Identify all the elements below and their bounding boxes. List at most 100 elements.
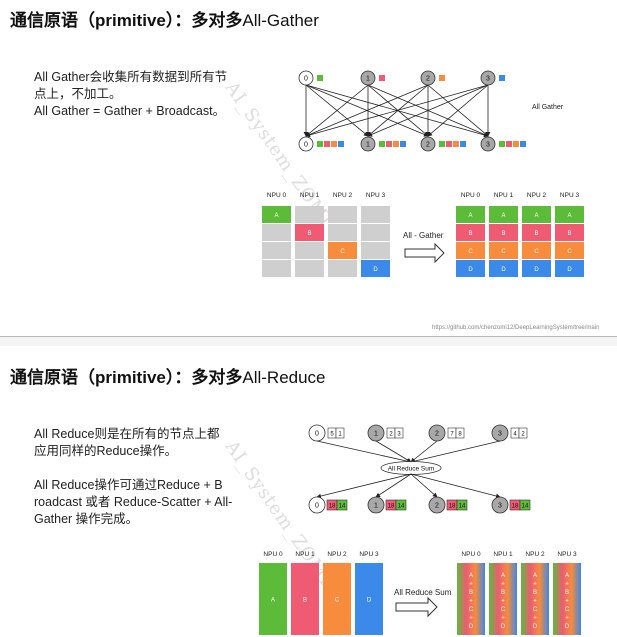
slide-separator <box>0 336 617 346</box>
npu-block <box>489 260 518 277</box>
npu-label: NPU 2 <box>525 551 545 558</box>
block-letter: C <box>534 249 539 255</box>
npu-block <box>555 206 584 223</box>
sum-letter: C <box>533 607 538 613</box>
value-text: 18 <box>388 504 395 510</box>
sum-letter: C <box>501 607 506 613</box>
node-label: 2 <box>435 503 439 510</box>
node-label: 0 <box>315 431 319 438</box>
sum-letter: + <box>565 582 569 588</box>
block-letter: D <box>373 267 378 273</box>
node-label: 0 <box>304 142 308 149</box>
desc-line: Gather 操作完成。 <box>34 512 139 526</box>
title-rest: All-Reduce <box>242 368 326 387</box>
npu-block <box>555 224 584 241</box>
node-label: 2 <box>435 431 439 438</box>
reduce-edge <box>316 440 412 464</box>
npu-block <box>489 206 518 223</box>
sum-letter: + <box>533 599 537 605</box>
broadcast-edge <box>410 473 501 499</box>
value-text: 1 <box>338 432 342 438</box>
reduce-edge <box>410 440 438 463</box>
value-cell <box>519 499 531 511</box>
desc-line: 点上，不加工。 <box>34 87 122 101</box>
sum-letter: A <box>501 573 505 579</box>
gather-edge <box>305 84 429 137</box>
npu-block <box>361 206 390 223</box>
node-label: 3 <box>486 142 490 149</box>
npu-label: NPU 2 <box>333 192 353 199</box>
title-rest: All-Gather <box>242 11 319 30</box>
block-letter: A <box>271 598 275 604</box>
desc-line: All Reduce则是在所有的节点上都 <box>34 427 220 441</box>
desc-line: All Gather = Gather + Broadcast。 <box>34 104 226 118</box>
value-text: 5 <box>330 432 334 438</box>
data-chunk <box>338 141 344 147</box>
node-label: 2 <box>426 76 430 83</box>
page-title: 通信原语（primitive）：多对多All-Gather <box>10 6 319 31</box>
npu-block <box>361 242 390 259</box>
node-circle <box>298 70 314 86</box>
npu-label: NPU 1 <box>494 192 514 199</box>
node-circle <box>420 136 436 152</box>
data-chunk <box>379 141 385 147</box>
npu-block <box>262 260 291 277</box>
arrow-label: All - Gather <box>403 231 444 240</box>
npu-block <box>555 260 584 277</box>
npu-column <box>489 563 517 635</box>
npu-block <box>328 206 357 223</box>
sum-letter: A <box>469 573 473 579</box>
value-text: 14 <box>522 504 529 510</box>
npu-block <box>328 224 357 241</box>
node-circle <box>360 70 376 86</box>
data-chunk <box>520 141 526 147</box>
sum-letter: D <box>501 624 506 630</box>
data-chunk <box>506 141 512 147</box>
npu-label: NPU 3 <box>560 192 580 199</box>
value-cell <box>456 499 468 511</box>
data-chunk <box>386 141 392 147</box>
sum-letter: D <box>469 624 474 630</box>
data-chunk <box>331 141 337 147</box>
npu-column <box>553 563 581 635</box>
sum-letter: D <box>565 624 570 630</box>
slide-all-reduce: 通信原语（primitive）：多对多All-Reduce All Reduce… <box>0 345 617 637</box>
node-circle <box>428 496 446 514</box>
desc-line: 应用同样的Reduce操作。 <box>34 444 178 458</box>
node-label: 1 <box>366 76 370 83</box>
sum-letter: + <box>501 616 505 622</box>
npu-column <box>521 563 549 635</box>
data-chunk <box>439 75 445 81</box>
value-text: 18 <box>449 504 456 510</box>
npu-block <box>522 224 551 241</box>
value-cell <box>336 499 348 511</box>
npu-block <box>489 224 518 241</box>
sum-letter: + <box>501 599 505 605</box>
block-letter: C <box>335 598 340 604</box>
node-label: 0 <box>315 503 319 510</box>
npu-block <box>456 260 485 277</box>
sum-letter: + <box>533 582 537 588</box>
block-letter: C <box>501 249 506 255</box>
arrow-label: All Reduce Sum <box>394 588 452 597</box>
block-letter: A <box>534 213 538 219</box>
sum-letter: + <box>565 599 569 605</box>
block-letter: D <box>501 267 506 273</box>
data-chunk <box>460 141 466 147</box>
block-letter: B <box>307 231 311 237</box>
block-letter: C <box>340 249 345 255</box>
desc-line: roadcast 或者 Reduce-Scatter + All- <box>34 495 233 509</box>
npu-label: NPU 2 <box>527 192 547 199</box>
npu-block <box>328 260 357 277</box>
reduce-edge <box>375 440 412 463</box>
npu-label: NPU 1 <box>295 551 315 558</box>
node-label: 1 <box>366 142 370 149</box>
sum-letter: A <box>533 573 537 579</box>
node-circle <box>367 496 385 514</box>
npu-block <box>262 224 291 241</box>
data-chunk <box>379 75 385 81</box>
node-circle <box>298 136 314 152</box>
value-text: 4 <box>513 432 517 438</box>
broadcast-edge <box>316 473 412 499</box>
npu-block <box>295 206 324 223</box>
